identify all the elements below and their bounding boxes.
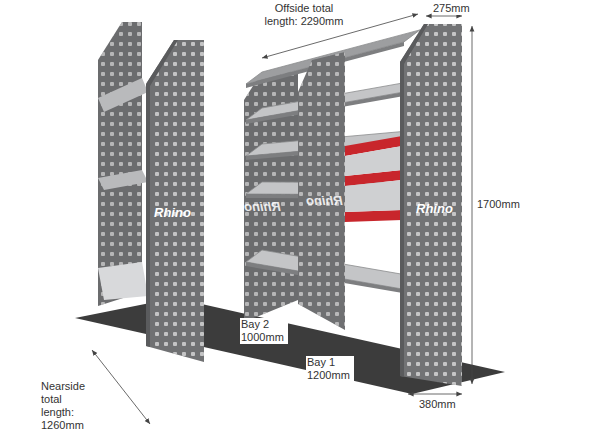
end-panel [146,40,204,362]
dimension-line [92,350,150,424]
bay-divider [298,52,345,330]
dimension-line [426,16,462,17]
brand-logo: Rhino [154,206,191,220]
dimension-label: Offside total length: 2290mm [262,2,346,28]
brand-logo: Rhino [416,202,453,216]
end-panel [400,24,462,386]
dimension-label: 380mm [418,398,460,411]
brand-logo: Rhino [244,200,281,214]
drawer-handle [345,210,402,222]
dimension-label: 1700mm [476,198,528,211]
dimension-label: 275mm [432,2,484,15]
dimension-line [472,26,473,384]
dimension-label: Bay 2 1000mm [240,318,288,344]
brand-logo: Rhino [306,194,343,208]
dimension-label: Bay 1 1200mm [306,356,354,382]
dimension-line [408,394,462,395]
dimension-label: Nearside total length: 1260mm [40,380,94,432]
